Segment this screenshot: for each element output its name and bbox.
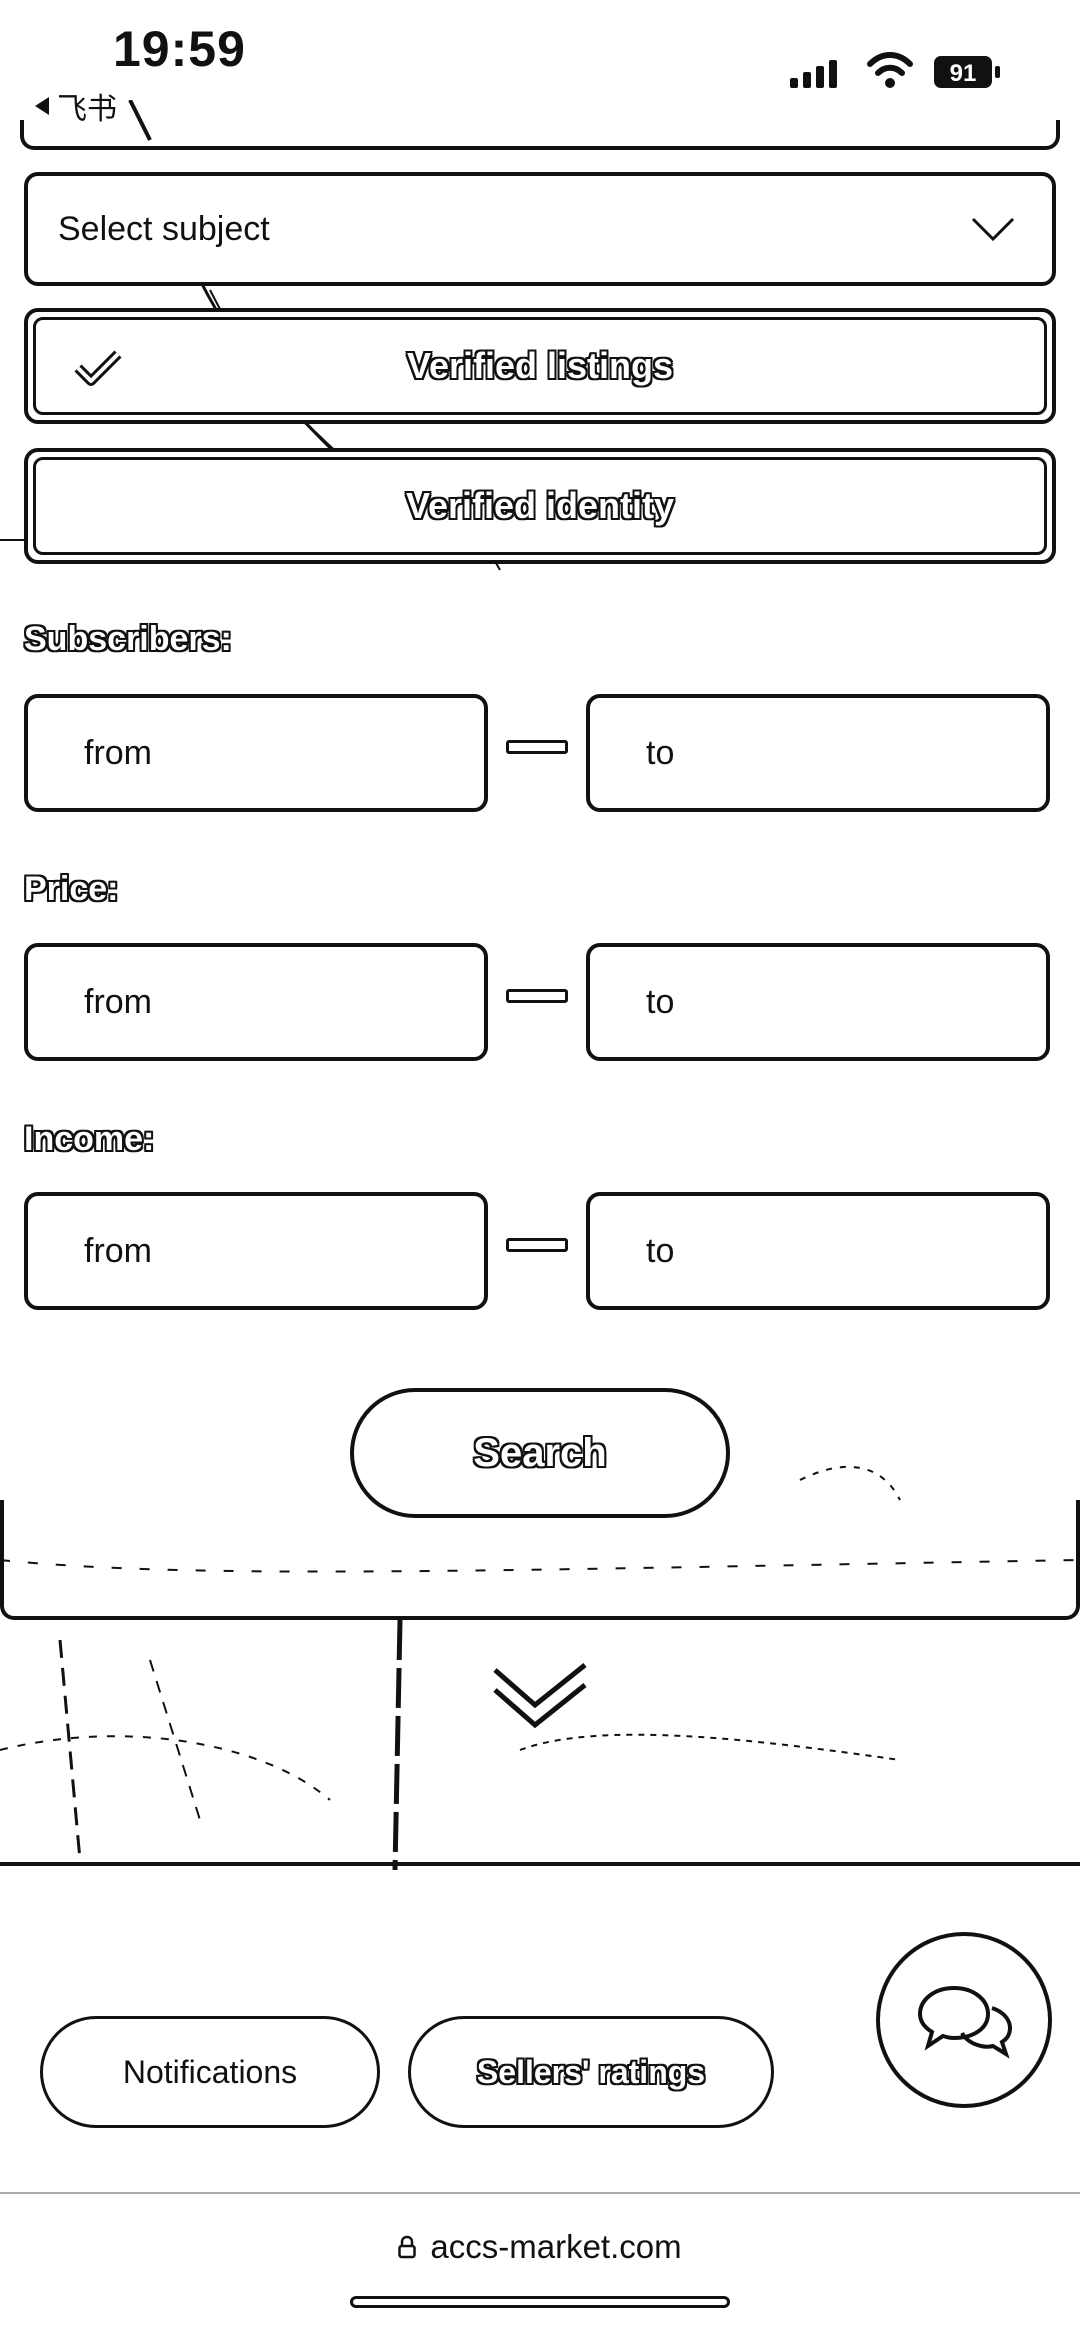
notifications-button[interactable]: Notifications [40,2016,380,2128]
back-arrow-icon [35,97,49,115]
battery-level: 91 [950,60,977,87]
cellular-signal-icon [790,52,842,88]
subject-select[interactable]: Select subject [24,172,1056,286]
section-divider [0,1862,1080,1866]
price-label: Price: [24,870,119,908]
filter-card-bottom-edge [0,1500,1080,1620]
subscribers-from-input[interactable]: from [24,694,488,812]
battery-icon: 91 [934,56,1000,88]
range-dash [506,740,568,754]
sellers-ratings-button[interactable]: Sellers' ratings [408,2016,774,2128]
wifi-icon [867,52,913,88]
search-button[interactable]: Search [350,1388,730,1518]
income-to-input[interactable]: to [586,1192,1050,1310]
verified-listings-label: Verified listings [406,345,674,386]
double-chevron-down-icon[interactable] [490,1660,590,1740]
browser-url-bar[interactable]: accs-market.com [0,2222,1080,2272]
home-indicator[interactable] [350,2296,730,2308]
subscribers-to-input[interactable]: to [586,694,1050,812]
income-label: Income: [24,1120,155,1158]
checkmark-icon [74,350,122,386]
range-dash [506,1238,568,1252]
back-to-app[interactable]: 飞书 [35,84,117,128]
income-from-input[interactable]: from [24,1192,488,1310]
chevron-down-icon [971,217,1015,242]
chat-button[interactable] [876,1932,1052,2108]
filter-card-top-edge [20,120,1060,150]
price-to-input[interactable]: to [586,943,1050,1061]
price-from-input[interactable]: from [24,943,488,1061]
subscribers-label: Subscribers: [24,620,232,658]
status-time: 19:59 [113,21,246,77]
back-app-label: 飞书 [57,93,117,126]
subject-select-value: Select subject [58,209,270,248]
verified-identity-toggle[interactable]: Verified identity [24,448,1056,564]
verified-identity-label: Verified identity [405,485,675,526]
browser-bar-divider [0,2192,1080,2194]
verified-listings-toggle[interactable]: Verified listings [24,308,1056,424]
chat-bubbles-icon [917,1985,1013,2059]
range-dash [506,989,568,1003]
lock-icon [398,2235,417,2259]
url-text: accs-market.com [430,2228,682,2265]
